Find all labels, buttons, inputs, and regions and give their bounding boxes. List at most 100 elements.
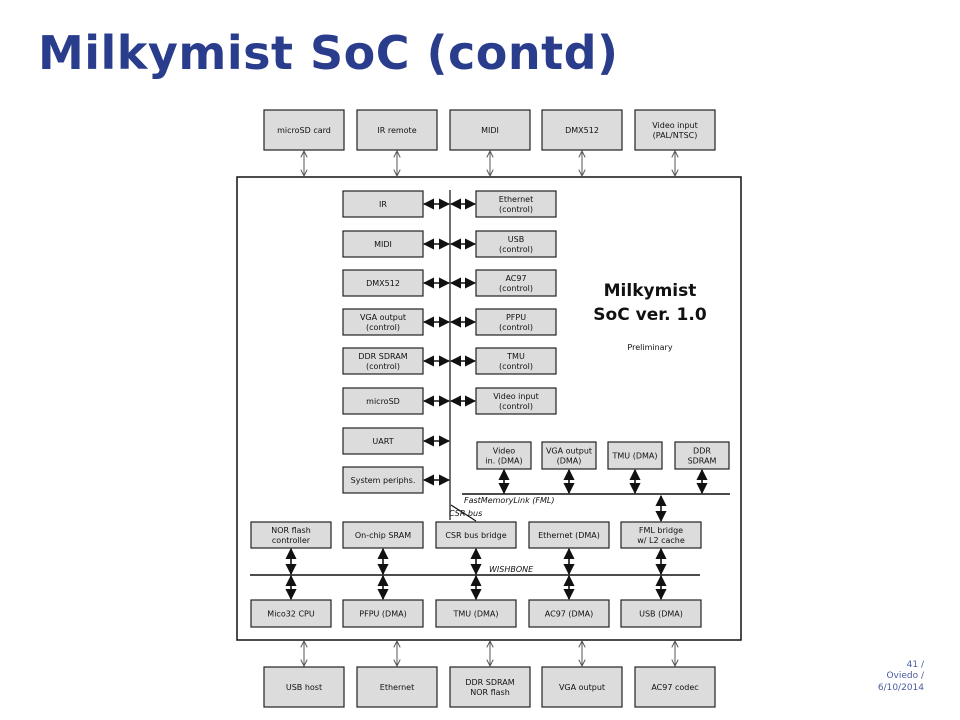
block-fml-bridge-frame [620, 521, 702, 549]
block-vga-output-control-label: (control) [366, 323, 400, 332]
block-dmx512: DMX512 [342, 269, 424, 297]
block-vga-output-frame [541, 666, 623, 708]
block-ethernet-control: Ethernet(control) [475, 190, 557, 218]
block-vga-output-dma-frame [541, 441, 597, 470]
slide-footer: 41 / Oviedo / 6/10/2014 [860, 660, 924, 694]
block-usb-control-frame [475, 230, 557, 258]
block-dmx512-frame [342, 269, 424, 297]
block-vga-output-control-frame [342, 308, 424, 336]
block-video-in-dma-frame [476, 441, 532, 470]
block-ddr-sdram-nor-flash-label: NOR flash [470, 688, 510, 697]
block-vga-output: VGA output [541, 666, 623, 708]
block-ethernet-dma: Ethernet (DMA) [528, 521, 610, 549]
block-ethernet-control-frame [475, 190, 557, 218]
block-ir-frame [342, 190, 424, 218]
block-video-input-control-frame [475, 387, 557, 415]
block-tmu-control-label: TMU [506, 352, 525, 361]
block-midi: MIDI [342, 230, 424, 258]
footer-location: Oviedo / [886, 671, 924, 682]
block-video-input-frame [634, 109, 716, 151]
block-system-periphs: System periphs. [342, 466, 424, 494]
block-fml-bridge-label: w/ L2 cache [637, 536, 685, 545]
slide-title: Milkymist SoC (contd) [38, 26, 619, 80]
block-video-input-control-label: Video input [493, 392, 539, 401]
connector-csr-bridge [450, 504, 477, 522]
block-ir-remote: IR remote [356, 109, 438, 151]
block-ir-label: IR [379, 200, 387, 209]
block-microsd-card-label: microSD card [277, 126, 331, 135]
block-usb-host-label: USB host [286, 683, 322, 692]
block-midi-frame [342, 230, 424, 258]
block-mico32-cpu-frame [250, 599, 332, 628]
block-microsd-card: microSD card [263, 109, 345, 151]
block-pfpu-control-label: PFPU [506, 313, 526, 322]
block-vga-output-control: VGA output(control) [342, 308, 424, 336]
block-ac97-codec: AC97 codec [634, 666, 716, 708]
connectors [250, 151, 730, 666]
block-tmu-control-label: (control) [499, 362, 533, 371]
block-pfpu-dma: PFPU (DMA) [342, 599, 424, 628]
block-midi-frame [449, 109, 531, 151]
block-usb-dma-label: USB (DMA) [639, 609, 683, 618]
block-csr-bus-bridge-label: CSR bus bridge [445, 531, 506, 540]
block-ir: IR [342, 190, 424, 218]
block-ethernet-control-label: (control) [499, 205, 533, 214]
block-tmu-dma-wb: TMU (DMA) [435, 599, 517, 628]
block-ethernet-frame [356, 666, 438, 708]
block-on-chip-sram-frame [342, 521, 424, 549]
wishbone-bus-label: WISHBONE [489, 565, 534, 574]
block-csr-bus-bridge: CSR bus bridge [435, 521, 517, 549]
soc-heading-line-2: SoC ver. 1.0 [593, 305, 707, 325]
block-system-periphs-label: System periphs. [351, 476, 416, 485]
block-ddr-sdram-control: DDR SDRAM(control) [342, 347, 424, 375]
block-vga-output-dma: VGA output(DMA) [541, 441, 597, 470]
block-tmu-dma-frame [607, 441, 663, 470]
block-ac97-dma-frame [528, 599, 610, 628]
block-dmx512: DMX512 [541, 109, 623, 151]
block-ac97-control-label: (control) [499, 284, 533, 293]
block-usb-control: USB(control) [475, 230, 557, 258]
block-midi: MIDI [449, 109, 531, 151]
block-ac97-dma-label: AC97 (DMA) [545, 609, 593, 618]
block-uart-label: UART [372, 437, 393, 446]
block-video-in-dma-label: Video [493, 446, 516, 455]
block-pfpu-dma-label: PFPU (DMA) [359, 609, 406, 618]
block-dmx512-frame [541, 109, 623, 151]
block-microsd: microSD [342, 387, 424, 415]
block-dmx512-label: DMX512 [366, 279, 400, 288]
soc-heading-line-1: Milkymist [604, 281, 697, 301]
footer-page-number: 41 / [906, 660, 924, 670]
block-video-input: Video input(PAL/NTSC) [634, 109, 716, 151]
block-microsd-frame [342, 387, 424, 415]
block-ac97-dma: AC97 (DMA) [528, 599, 610, 628]
block-usb-dma: USB (DMA) [620, 599, 702, 628]
block-pfpu-control: PFPU(control) [475, 308, 557, 336]
block-midi-label: MIDI [374, 240, 392, 249]
block-ac97-control: AC97(control) [475, 269, 557, 297]
block-tmu-dma-wb-frame [435, 599, 517, 628]
block-usb-control-label: USB [508, 235, 524, 244]
block-video-in-dma-label: in. (DMA) [485, 456, 522, 465]
block-vga-output-dma-label: VGA output [546, 446, 592, 455]
block-video-input-label: Video input [652, 121, 698, 130]
block-ac97-codec-frame [634, 666, 716, 708]
block-uart: UART [342, 427, 424, 455]
block-ac97-codec-label: AC97 codec [651, 683, 698, 692]
block-usb-host-frame [263, 666, 345, 708]
soc-subtitle: Preliminary [627, 343, 672, 352]
block-microsd-card-frame [263, 109, 345, 151]
block-tmu-dma-label: TMU (DMA) [612, 451, 658, 460]
block-nor-flash-controller-frame [250, 521, 332, 549]
block-ddr-sdram-label: SDRAM [688, 456, 717, 465]
block-pfpu-control-label: (control) [499, 323, 533, 332]
block-fml-bridge-label: FML bridge [639, 526, 683, 535]
block-tmu-control-frame [475, 347, 557, 375]
block-ethernet-dma-label: Ethernet (DMA) [538, 531, 600, 540]
block-midi-label: MIDI [481, 126, 499, 135]
